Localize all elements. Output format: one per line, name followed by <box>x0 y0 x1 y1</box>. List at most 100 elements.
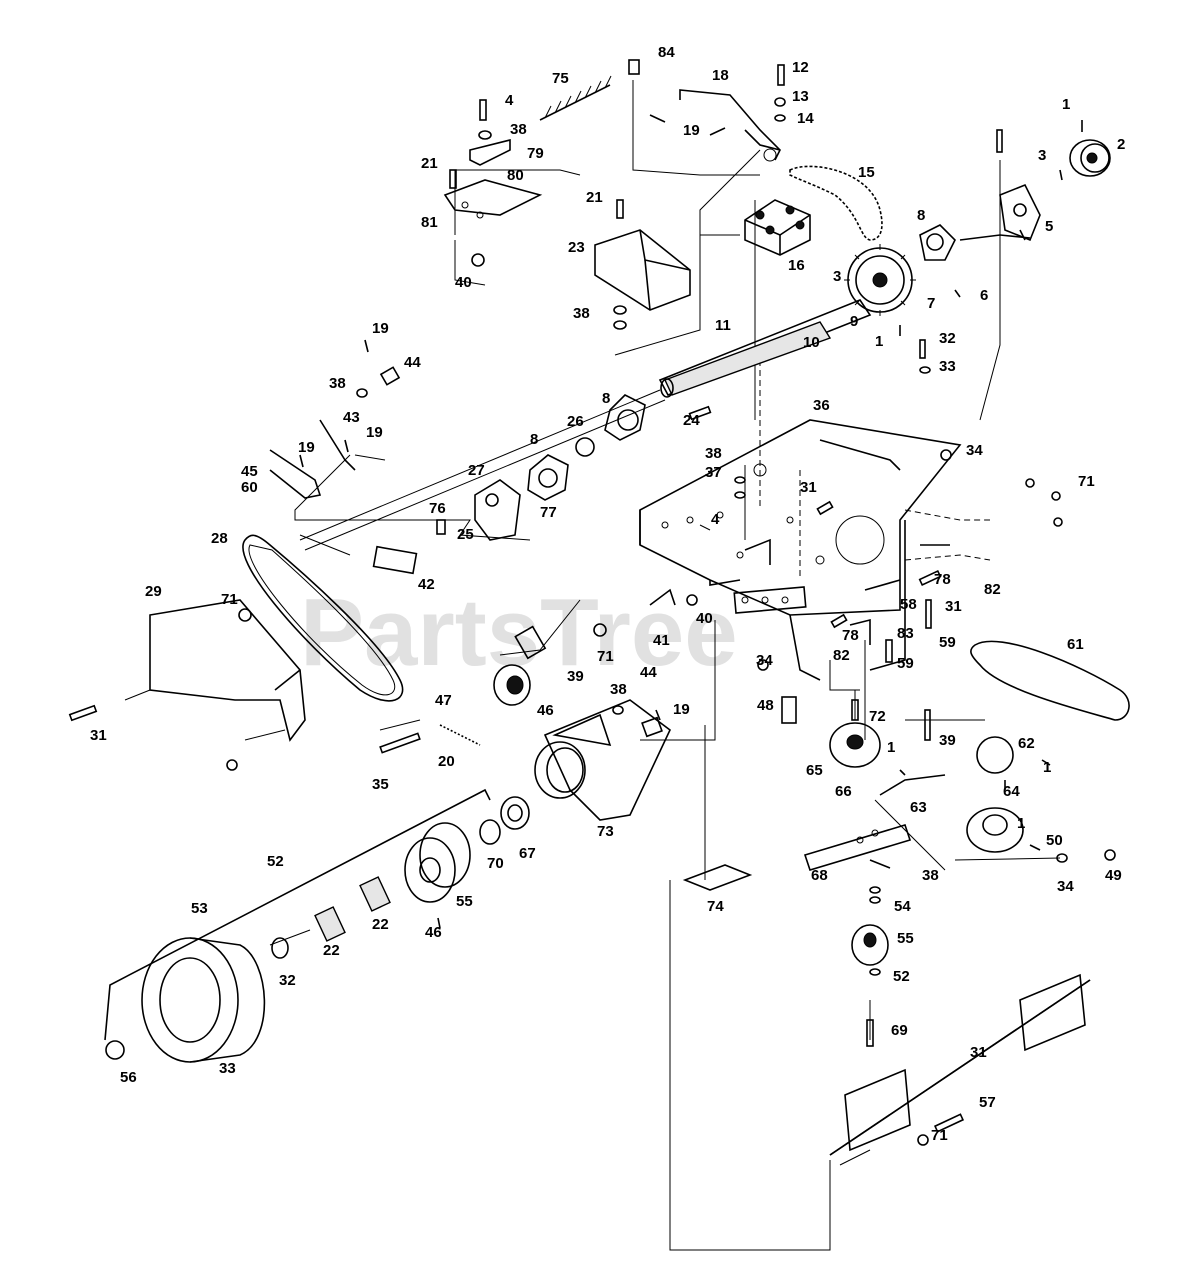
part-label: 41 <box>653 632 670 649</box>
part-label: 64 <box>1003 783 1020 800</box>
part-label: 16 <box>788 257 805 274</box>
part-label: 10 <box>803 334 820 351</box>
part-label: 8 <box>917 207 925 224</box>
part-label: 65 <box>806 762 823 779</box>
part-label: 56 <box>120 1069 137 1086</box>
part-label: 18 <box>712 67 729 84</box>
part-label: 2 <box>1117 136 1125 153</box>
part-label: 19 <box>372 320 389 337</box>
part-label: 83 <box>897 625 914 642</box>
part-label: 1 <box>1062 96 1070 113</box>
part-label: 52 <box>267 853 284 870</box>
part-label: 78 <box>842 627 859 644</box>
bushing-52-upper <box>479 819 501 845</box>
part-label: 1 <box>1017 815 1025 832</box>
part-label: 84 <box>658 44 675 61</box>
part-label: 82 <box>984 581 1001 598</box>
part-label: 40 <box>455 274 472 291</box>
part-label: 5 <box>1045 218 1053 235</box>
fasteners <box>68 59 1116 1146</box>
part-label: 58 <box>900 596 917 613</box>
part-label: 52 <box>893 968 910 985</box>
part-label: 79 <box>527 145 544 162</box>
part-label: 49 <box>1105 867 1122 884</box>
part-label: 3 <box>1038 147 1046 164</box>
leader-lines <box>124 80 1061 1251</box>
part-label: 33 <box>939 358 956 375</box>
part-label: 47 <box>435 692 452 709</box>
bushing-52-lower <box>271 937 289 959</box>
part-label: 44 <box>640 664 657 681</box>
part-label: 40 <box>696 610 713 627</box>
part-label: 1 <box>887 739 895 756</box>
main-frame-plate <box>639 419 962 681</box>
part-label: 19 <box>673 701 690 718</box>
bearing-flanges <box>474 183 1041 541</box>
part-label: 42 <box>418 576 435 593</box>
part-label: 35 <box>372 776 389 793</box>
part-label: 26 <box>567 413 584 430</box>
part-label: 36 <box>813 397 830 414</box>
part-label: 76 <box>429 500 446 517</box>
part-label: 44 <box>404 354 421 371</box>
pulley-2 <box>1069 139 1111 177</box>
bracket-23 <box>594 229 691 311</box>
part-label: 73 <box>597 823 614 840</box>
part-label: 60 <box>241 479 258 496</box>
drive-belt-28 <box>242 534 404 702</box>
part-label: 22 <box>372 916 389 933</box>
part-label: 31 <box>970 1044 987 1061</box>
hub-nut-57 <box>105 1040 125 1060</box>
part-number-labels: 84 75 18 12 13 14 4 19 38 79 21 80 81 40… <box>90 44 1125 1144</box>
roller-bearing-55-b <box>314 906 346 942</box>
part-label: 22 <box>323 942 340 959</box>
sprocket-gear <box>844 244 916 316</box>
part-label: 46 <box>537 702 554 719</box>
idler-arm-67 <box>803 824 912 871</box>
part-label: 11 <box>715 317 731 334</box>
part-label: 33 <box>219 1060 236 1077</box>
drive-chain <box>789 165 883 241</box>
part-label: 80 <box>507 167 524 184</box>
part-label: 59 <box>897 655 914 672</box>
part-label: 1 <box>1043 759 1051 776</box>
part-label: 38 <box>610 681 627 698</box>
part-label: 55 <box>456 893 473 910</box>
part-label: 81 <box>421 214 438 231</box>
pulley-46-upper <box>493 664 531 706</box>
part-label: 61 <box>1067 636 1084 653</box>
part-label: 25 <box>457 526 474 543</box>
part-label: 32 <box>279 972 296 989</box>
part-label: 74 <box>707 898 724 915</box>
part-label: 48 <box>757 697 774 714</box>
tube-48 <box>781 696 797 724</box>
part-label: 38 <box>510 121 527 138</box>
coil-spring-75 <box>539 75 612 121</box>
part-label: 53 <box>191 900 208 917</box>
part-label: 6 <box>980 287 988 304</box>
part-label: 1 <box>875 333 883 350</box>
drive-belt-61 <box>970 640 1130 721</box>
part-label: 69 <box>891 1022 908 1039</box>
part-label: 4 <box>505 92 514 109</box>
part-label: 38 <box>573 305 590 322</box>
part-label: 68 <box>811 867 828 884</box>
part-label: 12 <box>792 59 809 76</box>
part-label: 55 <box>897 930 914 947</box>
pulley-46-lower <box>851 924 889 966</box>
part-label: 77 <box>540 504 557 521</box>
wheel-pulley-53 <box>404 822 471 903</box>
pedal-pad-49 <box>682 864 753 891</box>
washer-70 <box>500 796 530 830</box>
axle-housing-50 <box>534 699 672 821</box>
part-label: 54 <box>894 898 911 915</box>
part-label: 59 <box>939 634 956 651</box>
part-label: 34 <box>966 442 983 459</box>
part-label: 38 <box>705 445 722 462</box>
part-label: 4 <box>711 511 720 528</box>
part-label: 75 <box>552 70 569 87</box>
part-label: 39 <box>567 668 584 685</box>
part-label: 71 <box>597 648 614 665</box>
part-label: 32 <box>939 330 956 347</box>
part-label: 38 <box>922 867 939 884</box>
